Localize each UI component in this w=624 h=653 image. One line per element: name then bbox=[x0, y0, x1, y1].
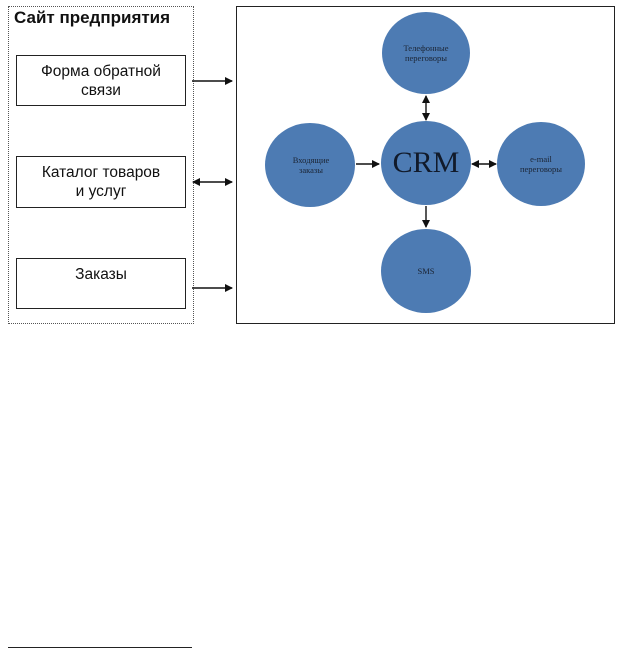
node-crm bbox=[381, 121, 471, 205]
site-title: Сайт предприятия bbox=[14, 8, 171, 27]
node-email bbox=[497, 122, 585, 206]
catalog-box: Каталог товаров и услуг bbox=[16, 156, 186, 208]
node-phone-label: Телефонные переговоры bbox=[403, 43, 449, 63]
footnote-separator bbox=[8, 647, 192, 648]
feedback-form-box: Форма обратной связи bbox=[16, 55, 186, 106]
crm-panel bbox=[236, 6, 615, 324]
feedback-form-label: Форма обратной связи bbox=[41, 62, 161, 99]
orders-label: Заказы bbox=[75, 266, 127, 283]
node-incoming-label: Входящие заказы bbox=[292, 155, 330, 175]
site-panel bbox=[8, 6, 194, 324]
node-phone bbox=[382, 12, 470, 94]
node-incoming bbox=[265, 123, 355, 207]
node-crm-label: CRM bbox=[392, 146, 460, 179]
catalog-label: Каталог товаров и услуг bbox=[41, 164, 161, 200]
orders-box: Заказы bbox=[16, 258, 186, 309]
node-email-label: e-mail переговоры bbox=[519, 154, 563, 174]
node-sms-label: SMS bbox=[417, 266, 435, 276]
node-sms bbox=[381, 229, 471, 313]
